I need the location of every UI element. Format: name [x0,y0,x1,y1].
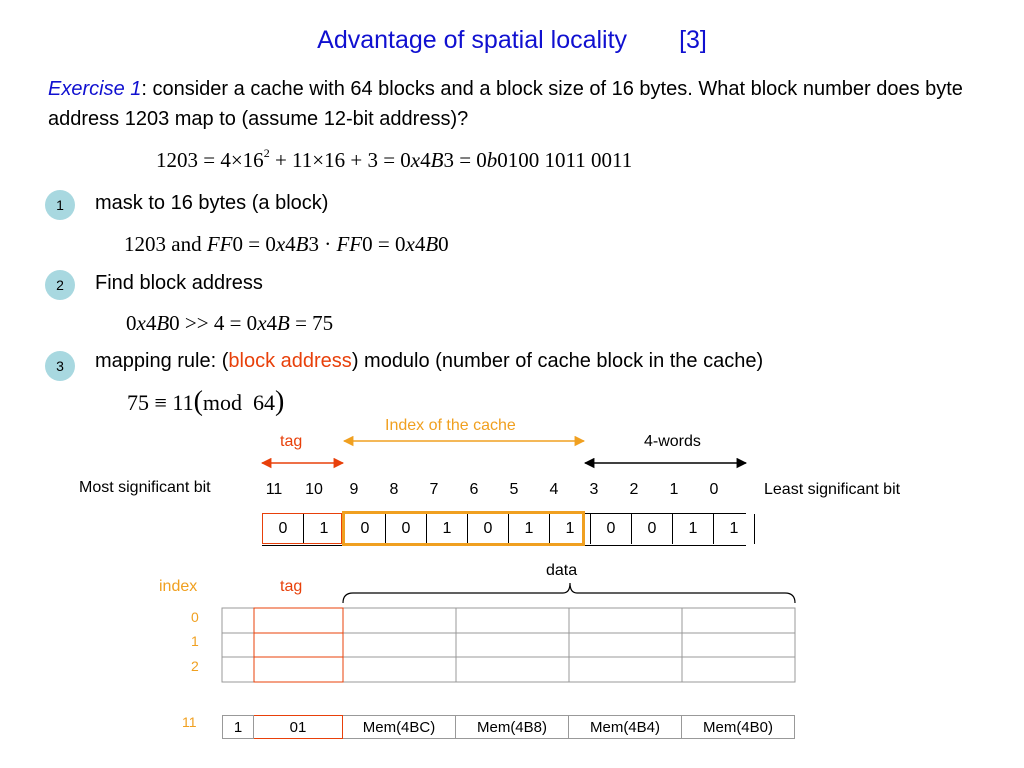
equation-address-conversion: 1203 = 4×162 + 11×16 + 3 = 0x4B3 = 0b010… [156,146,633,172]
index-bits-highlight [342,511,585,546]
cache-index-header: index [159,578,198,595]
bit-position-4: 4 [549,481,559,498]
bit-value-8: 0 [385,514,426,544]
bit-value-0: 1 [713,514,755,544]
equation-modulo: 75 ≡ 11(mod 64) [127,386,285,417]
cache-data-word-2: Mem(4B4) [569,715,682,739]
equation-shift: 0x4B0 >> 4 = 0x4B = 75 [126,311,334,335]
step-3-bullet: 3 [45,351,75,381]
cache-entry-row: 1 01 Mem(4BC) Mem(4B8) Mem(4B4) Mem(4B0) [222,715,795,739]
cache-data-word-3: Mem(4B0) [682,715,795,739]
words-label: 4-words [644,433,701,450]
bit-position-11: 11 [265,481,283,498]
cache-row-index-11: 11 [182,714,197,730]
step-2-bullet: 2 [45,270,75,300]
bit-value-5: 1 [508,514,549,544]
equation-mask: 1203 and FF0 = 0x4B3 · FF0 = 0x4B0 [124,232,449,256]
exercise-label: Exercise 1 [48,78,142,100]
bit-value-7: 1 [426,514,467,544]
tag-bits-highlight [262,513,342,544]
bit-position-7: 7 [429,481,439,498]
bit-position-6: 6 [469,481,479,498]
bit-positions-row: 11 10 9 8 7 6 5 4 3 2 1 0 [254,481,734,499]
title-reference: [3] [679,26,707,54]
bit-position-0: 0 [709,481,719,498]
cache-tag-cell: 01 [254,715,343,739]
index-of-cache-label: Index of the cache [385,417,516,434]
bit-position-10: 10 [305,481,323,498]
exercise-question: : consider a cache with 64 blocks and a … [48,78,963,130]
bit-value-3: 0 [590,514,631,544]
step-1-bullet: 1 [45,190,75,220]
exercise-text: Exercise 1: consider a cache with 64 blo… [48,74,1008,134]
bit-position-5: 5 [509,481,519,498]
msb-label: Most significant bit [79,479,211,496]
cache-data-header: data [546,562,578,579]
bit-value-6: 0 [467,514,508,544]
bit-value-1: 1 [672,514,713,544]
title-text: Advantage of spatial locality [317,26,628,54]
lsb-label: Least significant bit [764,481,901,498]
cache-row-index-2: 2 [191,658,199,674]
tag-label: tag [280,433,303,450]
cache-tag-header: tag [280,578,303,595]
cache-row-index-0: 0 [191,609,199,625]
address-bit-values: 0 1 0 0 1 0 1 1 0 0 1 1 [262,514,755,544]
bit-value-10: 1 [303,514,344,544]
slide-title: Advantage of spatial locality [3] [0,26,1024,55]
bit-position-1: 1 [669,481,679,498]
data-brace [342,582,796,604]
bit-position-8: 8 [389,481,399,498]
bit-value-2: 0 [631,514,672,544]
cache-data-word-1: Mem(4B8) [456,715,569,739]
cache-row-index-1: 1 [191,633,199,649]
bit-position-3: 3 [589,481,599,498]
bit-position-9: 9 [349,481,359,498]
step-2-text: Find block address [95,272,263,294]
cache-valid-cell: 1 [222,715,254,739]
block-address-highlight: block address [228,350,352,372]
step-1-text: mask to 16 bytes (a block) [95,192,329,214]
cache-data-word-0: Mem(4BC) [343,715,456,739]
step-3-text: mapping rule: (block address) modulo (nu… [95,350,764,372]
bit-position-2: 2 [629,481,639,498]
bit-value-4: 1 [549,514,590,544]
